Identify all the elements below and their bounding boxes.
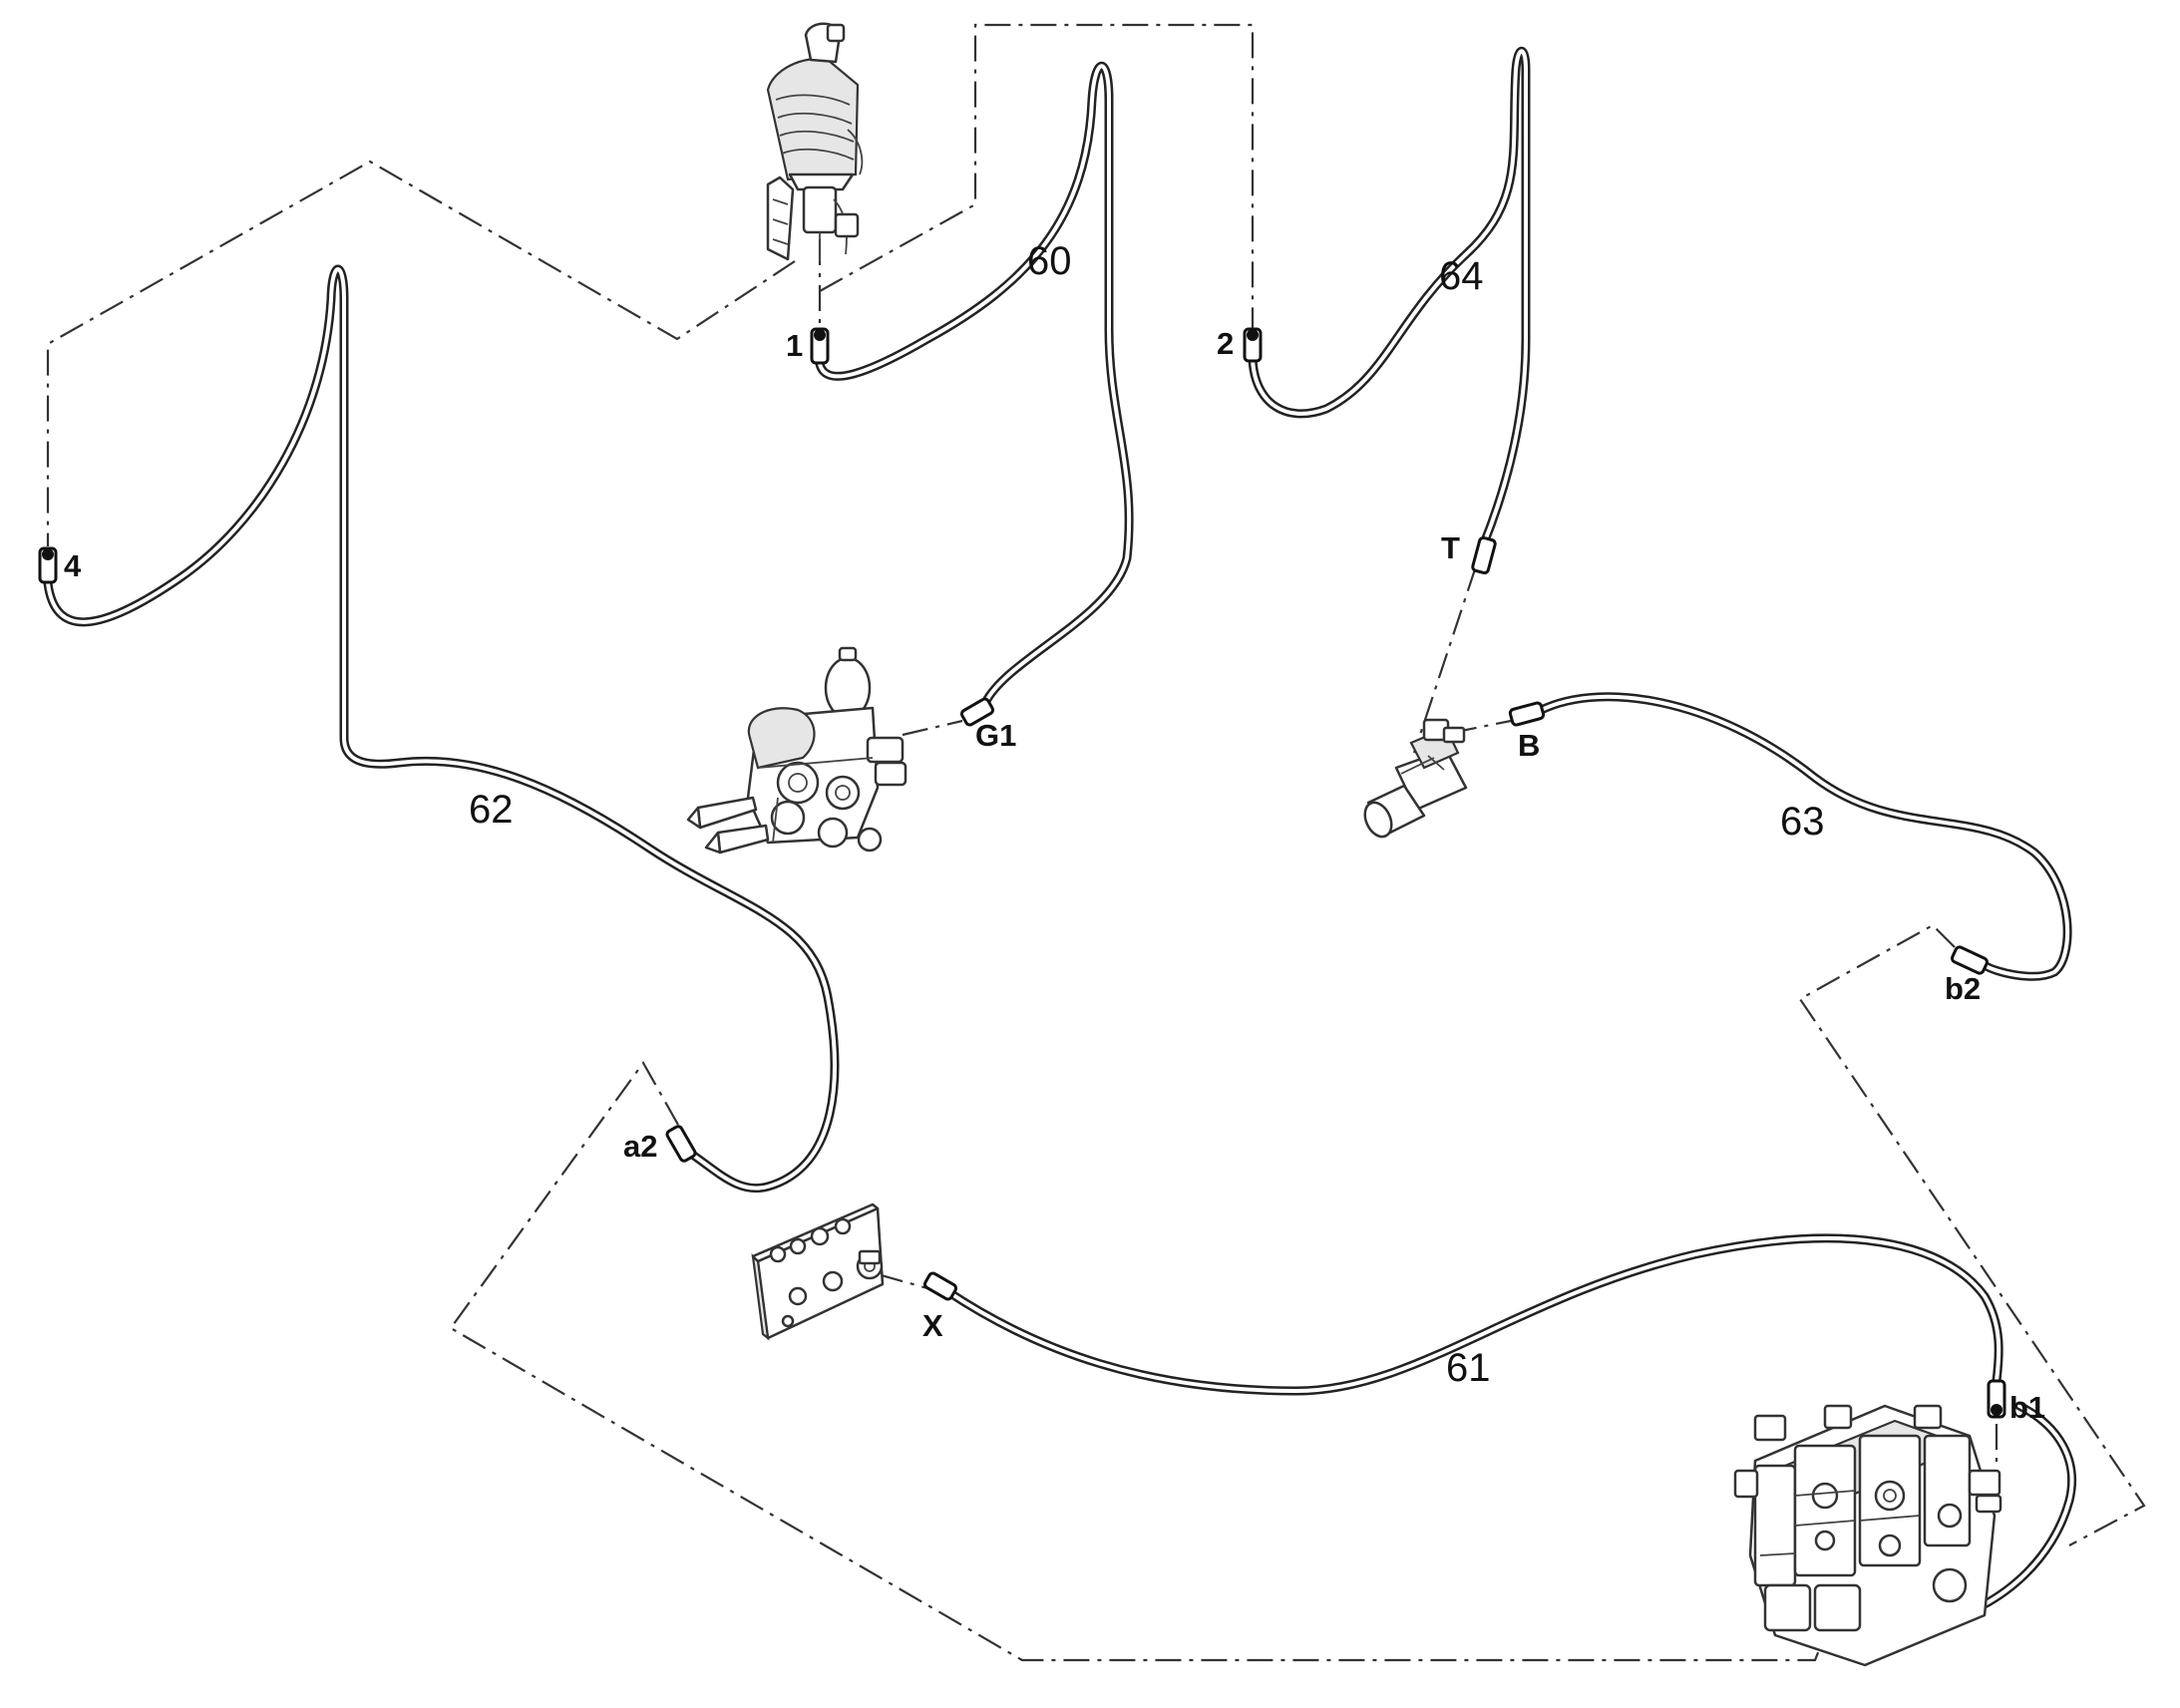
port-label-2: 2	[1217, 326, 1234, 361]
port-label-T: T	[1441, 530, 1460, 565]
joystick-icon[interactable]	[766, 22, 864, 261]
fitting-T[interactable]	[1471, 535, 1497, 575]
hose-number-61: 61	[1446, 1346, 1491, 1390]
port-label-G1: G1	[975, 718, 1016, 753]
port-label-a2: a2	[623, 1129, 657, 1164]
hoses	[43, 46, 2077, 1634]
link-a2-to-control-valve	[449, 1060, 1827, 1662]
port-labels: 1 2 4 G1 T B b2 a2 X b1	[64, 326, 2045, 1425]
solenoid-valve-icon[interactable]	[1360, 718, 1468, 841]
fitting-b1-nut	[1991, 1404, 2002, 1416]
fitting-1-nut	[814, 329, 826, 341]
fitting-2-nut	[1247, 329, 1259, 341]
link-manifold-to-X	[877, 1272, 928, 1290]
control-valve-icon[interactable]	[1733, 1404, 2002, 1667]
hose-number-63: 63	[1780, 800, 1825, 844]
port-label-B: B	[1518, 728, 1540, 763]
port-label-b2: b2	[1945, 971, 1981, 1006]
hose-60[interactable]	[815, 62, 1134, 708]
hose-number-62: 62	[469, 788, 514, 832]
port-label-X: X	[922, 1308, 943, 1343]
valve-block-icon[interactable]	[686, 646, 908, 854]
hose-number-64: 64	[1439, 254, 1484, 298]
hose-64[interactable]	[1248, 46, 1531, 548]
hose-number-60: 60	[1027, 239, 1072, 283]
link-T-to-solenoid	[1412, 565, 1478, 754]
hose-labels: 60 61 62 63 64	[469, 239, 1825, 1390]
fitting-G1[interactable]	[959, 697, 995, 727]
hose-63[interactable]	[1529, 692, 2072, 981]
hose-62[interactable]	[43, 264, 840, 1194]
fittings	[38, 327, 2006, 1419]
fitting-4-nut	[42, 548, 54, 560]
link-joystick-to-2	[819, 23, 1255, 329]
link-b2-to-control-valve	[1798, 923, 2146, 1546]
fitting-b2[interactable]	[1951, 945, 1989, 975]
fitting-B[interactable]	[1508, 701, 1546, 727]
hose-61[interactable]	[942, 1233, 2003, 1396]
fitting-a2[interactable]	[665, 1125, 697, 1163]
fitting-X[interactable]	[922, 1271, 958, 1301]
port-label-b1: b1	[2009, 1390, 2045, 1425]
link-G1-to-valve-block	[902, 719, 963, 737]
port-label-4: 4	[64, 548, 82, 583]
link-joystick-to-4	[46, 160, 796, 546]
connection-lines	[46, 23, 2146, 1662]
manifold-icon[interactable]	[751, 1202, 885, 1341]
port-label-1: 1	[786, 328, 803, 363]
